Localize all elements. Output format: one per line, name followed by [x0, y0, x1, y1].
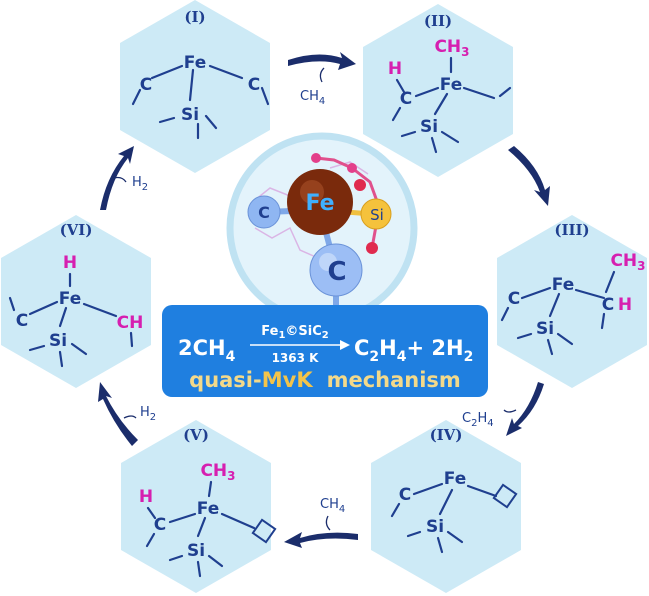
- hexagon-stage-4: [371, 420, 521, 593]
- structure-stage-6: H Fe C CH Si: [8, 253, 144, 368]
- atom-c: C: [508, 289, 520, 309]
- atom-h: H: [618, 295, 632, 315]
- atom-si: Si: [181, 105, 199, 125]
- temperature-label: 1363 K: [272, 351, 320, 365]
- atom-h: H: [388, 59, 402, 79]
- atom-si: Si: [49, 331, 67, 351]
- atom-h: H: [139, 487, 153, 507]
- center-atom-fe: Fe: [305, 191, 334, 216]
- reactant-ch4: 2CH4: [178, 336, 236, 365]
- hexagon-stage-3: [497, 215, 647, 388]
- atom-fe: Fe: [552, 275, 574, 295]
- atom-si: Si: [536, 319, 554, 339]
- cycle-arrow-3-to-4: [503, 382, 544, 436]
- atom-c: C: [16, 311, 28, 331]
- atom-c: C: [399, 485, 411, 505]
- byproduct-h2: H2: [140, 405, 156, 423]
- vacancy-square: [251, 518, 277, 544]
- hexagon-stage-5: [121, 420, 271, 593]
- center-atom-c-large: C: [327, 257, 346, 287]
- atom-ch3: CH3: [434, 37, 469, 59]
- structure-stage-1: Fe C C Si: [131, 53, 270, 140]
- hexagon-stage-6: [1, 215, 151, 388]
- reaction-panel: 2CH4 Fe1©SiC2 1363 K C2H4+ 2H2 quasi-MvK…: [162, 305, 488, 397]
- atom-c: C: [248, 75, 260, 95]
- center-atom-si: Si: [370, 206, 384, 224]
- stage-label-5: (V): [183, 426, 209, 444]
- vacancy-square: [492, 483, 518, 509]
- stage-label-1: (I): [184, 8, 205, 26]
- cycle-arrow-2-to-3: [508, 146, 550, 206]
- atom-h: H: [63, 253, 77, 273]
- byproduct-h2: H2: [132, 175, 148, 193]
- atom-c: C: [602, 295, 614, 315]
- atom-si: Si: [426, 517, 444, 537]
- byproduct-c2h4: C2H4: [462, 411, 494, 429]
- products: C2H4+ 2H2: [354, 336, 473, 365]
- atom-fe: Fe: [440, 75, 462, 95]
- atom-ch3: CH3: [610, 251, 645, 273]
- hexagon-stage-2: [363, 4, 513, 177]
- structure-stage-2: CH3 Fe H C Si: [388, 37, 512, 154]
- atom-ch3: CH3: [200, 461, 235, 483]
- atom-c: C: [140, 75, 152, 95]
- atom-fe: Fe: [197, 499, 219, 519]
- structure-stage-5: CH3 Fe H C Si: [139, 461, 277, 578]
- stage-label-2: (II): [424, 12, 452, 30]
- atom-fe: Fe: [184, 53, 206, 73]
- atom-ch: CH: [117, 313, 144, 333]
- byproduct-ch4: CH4: [320, 497, 345, 515]
- cycle-arrow-5-to-6: [98, 382, 138, 446]
- atom-fe: Fe: [444, 469, 466, 489]
- hexagon-stage-1: [120, 0, 270, 173]
- center-atom-c: C: [258, 203, 270, 222]
- structure-stage-4: Fe C Si: [390, 469, 518, 554]
- structure-stage-3: Fe C CH3 C H Si: [500, 251, 646, 356]
- catalyst-label: Fe1©SiC2: [261, 324, 329, 341]
- atom-si: Si: [420, 117, 438, 137]
- atom-si: Si: [187, 541, 205, 561]
- catalyst-model: C Fe Si C: [226, 132, 418, 324]
- atom-c: C: [154, 515, 166, 535]
- stage-label-3: (III): [554, 221, 589, 239]
- stage-label-6: (VI): [60, 221, 93, 239]
- atom-c: C: [400, 89, 412, 109]
- atom-fe: Fe: [59, 289, 81, 309]
- cycle-arrow-4-to-5: [284, 515, 358, 548]
- cycle-arrow-1-to-2: [288, 52, 356, 83]
- cycle-arrow-6-to-1: [100, 146, 134, 210]
- stage-label-4: (IV): [430, 426, 463, 444]
- byproduct-ch4: CH4: [300, 89, 325, 107]
